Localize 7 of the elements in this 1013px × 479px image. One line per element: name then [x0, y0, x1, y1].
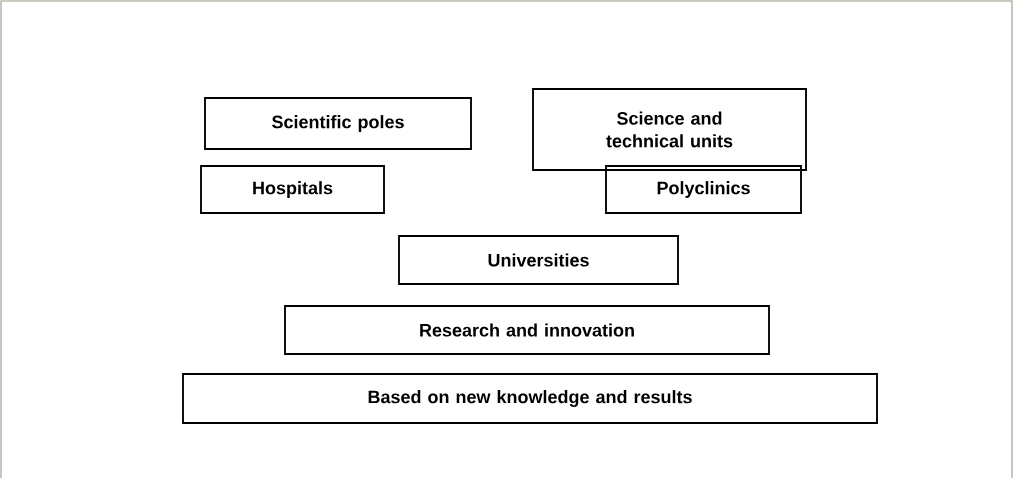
text-box: Universities — [398, 235, 679, 285]
text-box: Research and innovation — [284, 305, 770, 355]
text-box: Hospitals — [200, 165, 385, 214]
text-box: Science and technical units — [532, 88, 807, 171]
text-box: Based on new knowledge and results — [182, 373, 878, 424]
text-box: Scientific poles — [204, 97, 472, 150]
text-box: Polyclinics — [605, 165, 802, 214]
